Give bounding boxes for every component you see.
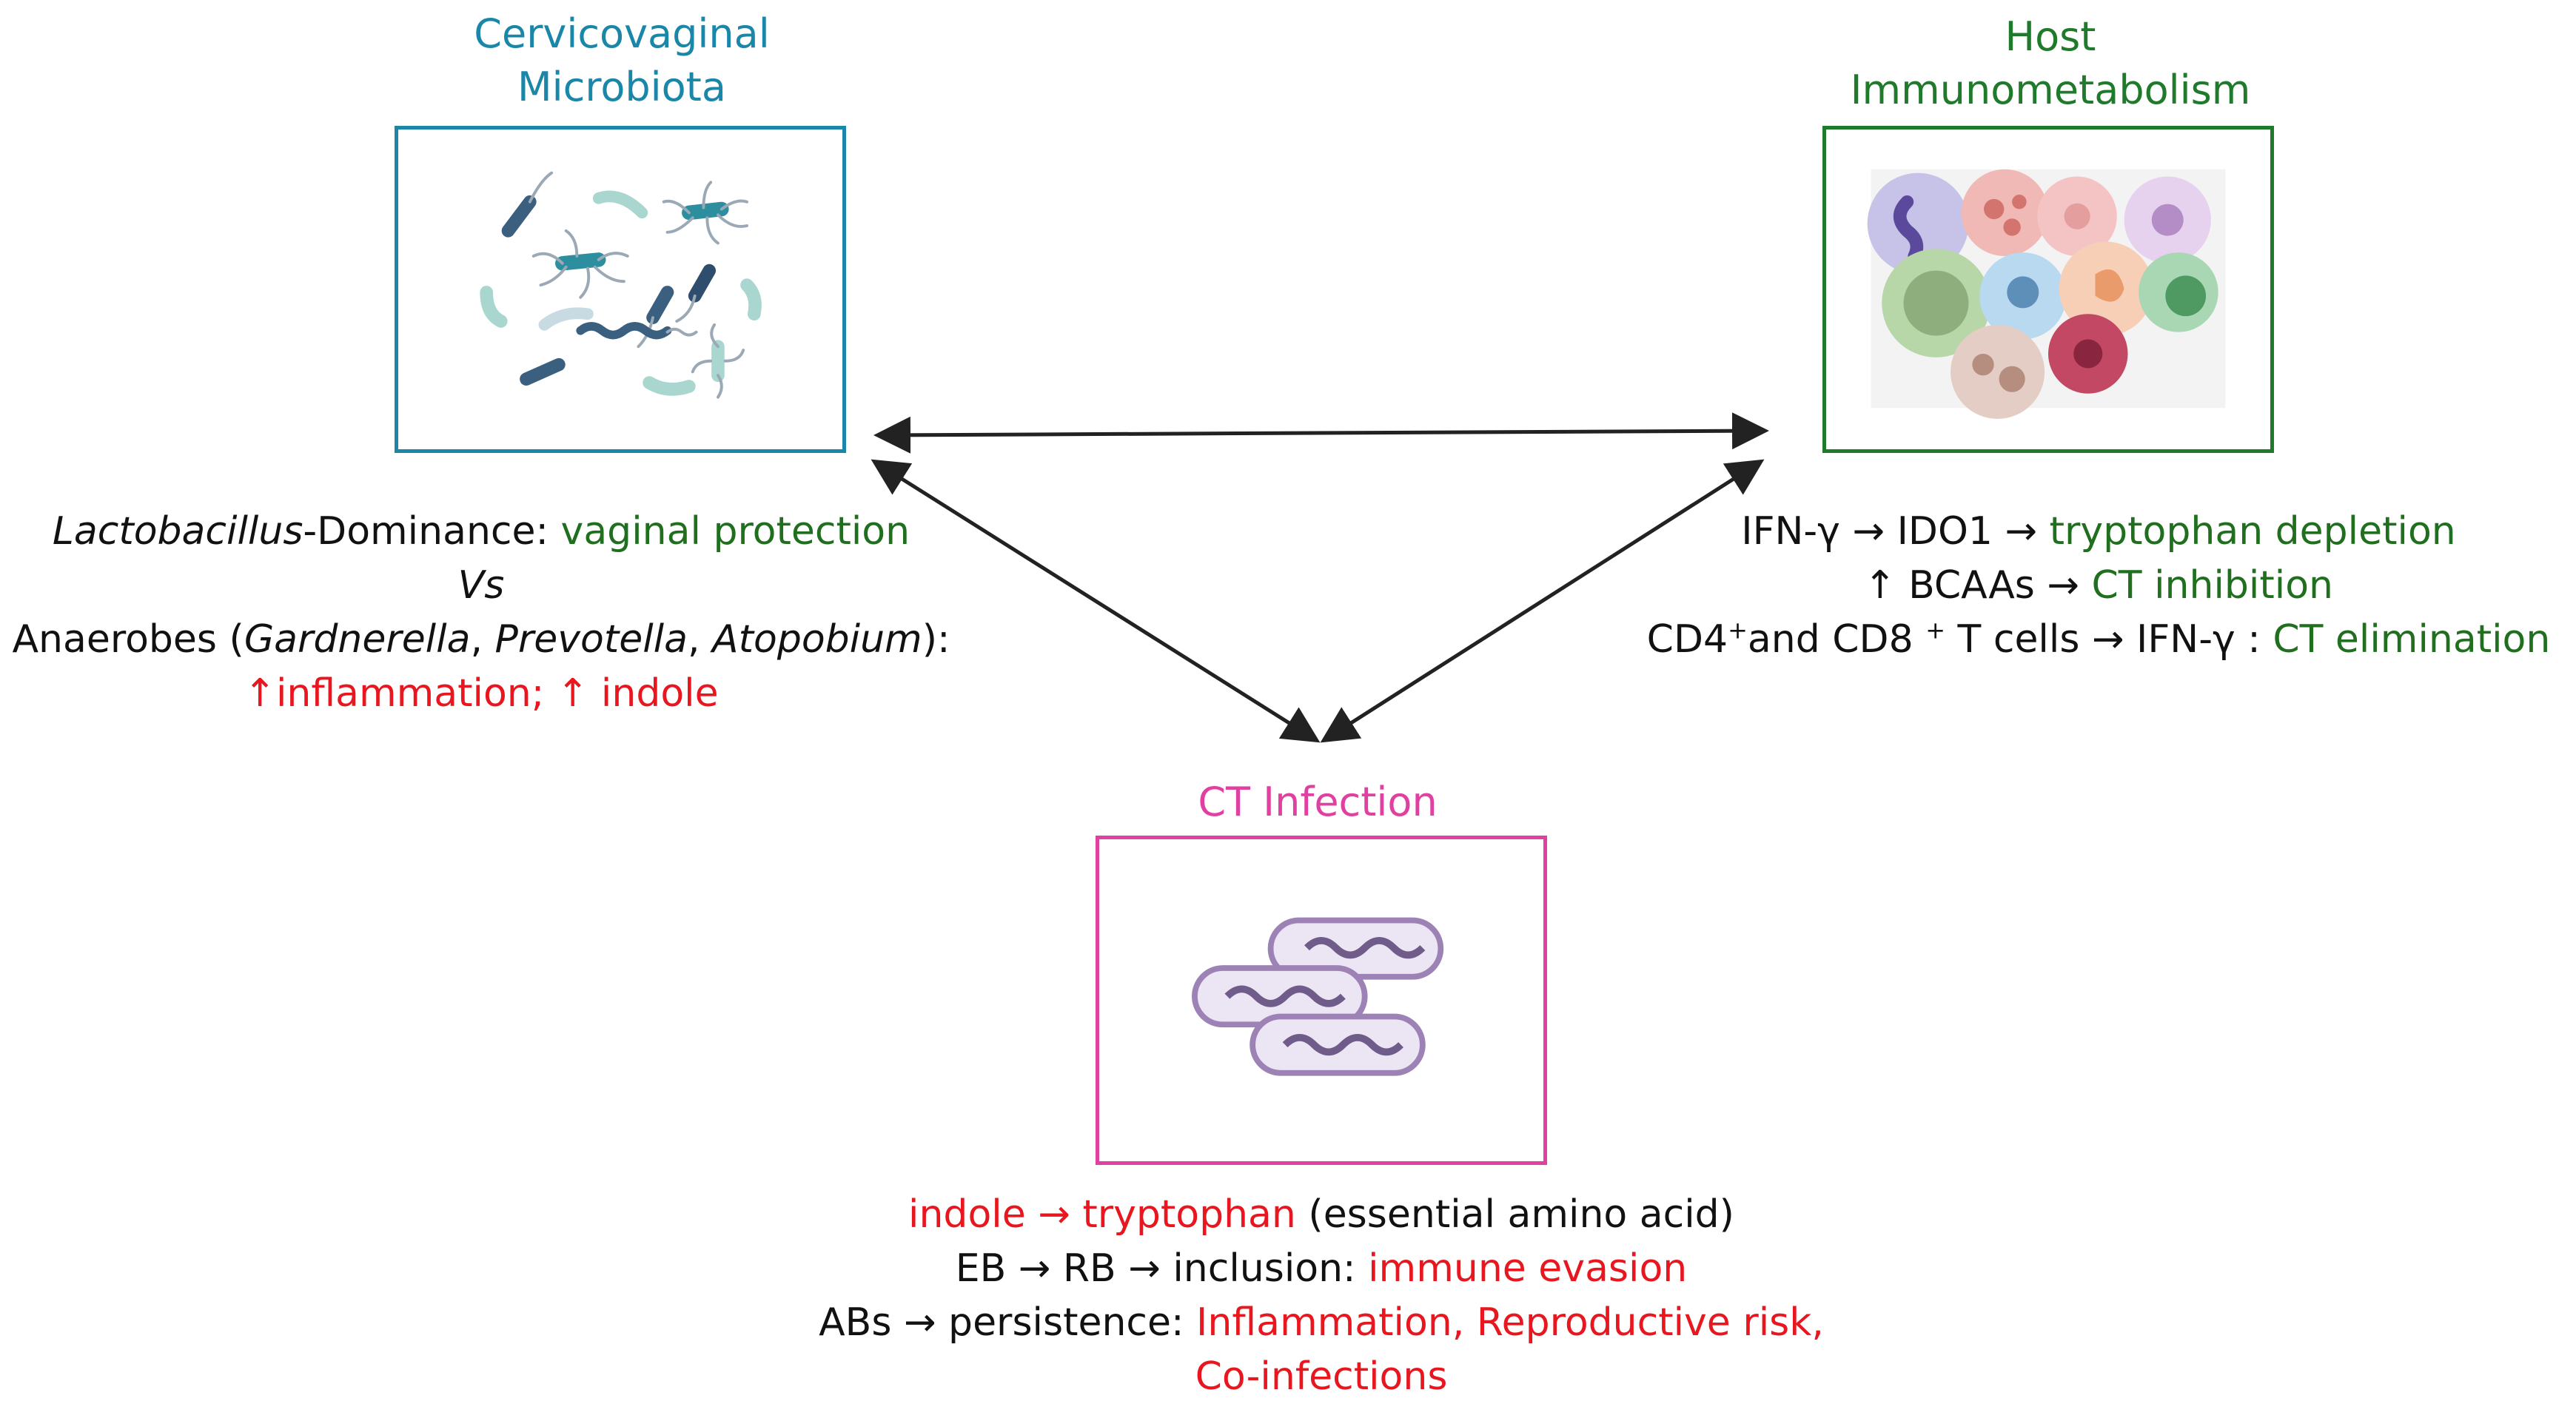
atopobium-text: Atopobium — [712, 617, 922, 662]
essential-amino-acid-text: (essential amino acid) — [1295, 1192, 1734, 1237]
ct-elimination-text: CT elimination — [2273, 617, 2551, 662]
vs-text: Vs — [457, 563, 505, 608]
host-line-1: IFN-γ → IDO1 → tryptophan depletion — [1629, 505, 2569, 559]
microbiota-title: Cervicovaginal Microbiota — [392, 7, 851, 114]
ct-title: CT Infection — [1096, 776, 1540, 829]
indole-tryptophan-text: indole → tryptophan — [908, 1192, 1296, 1237]
tcells-text: T cells → IFN-γ : — [1945, 617, 2273, 662]
cd8-text: and CD8 — [1747, 617, 1926, 662]
dominance-text: -Dominance: — [303, 509, 561, 554]
co-infections-text: Co-infections — [1195, 1354, 1448, 1399]
microbiota-line-1: Lactobacillus-Dominance: vaginal protect… — [0, 505, 962, 559]
host-description: IFN-γ → IDO1 → tryptophan depletion ↑ BC… — [1629, 505, 2569, 667]
closing-paren: ): — [922, 617, 950, 662]
host-line-2: ↑ BCAAs → CT inhibition — [1629, 559, 2569, 613]
microbiota-box — [395, 126, 846, 453]
host-box — [1822, 126, 2274, 453]
ct-inhibition-text: CT inhibition — [2091, 563, 2333, 608]
cd4-sup: + — [1728, 616, 1748, 645]
ct-description: indole → tryptophan (essential amino aci… — [807, 1188, 1836, 1404]
ct-box — [1096, 836, 1547, 1165]
microbiota-description: Lactobacillus-Dominance: vaginal protect… — [0, 505, 962, 721]
host-title-line2: Immunometabolism — [1850, 67, 2251, 113]
comma-2: , — [687, 617, 713, 662]
microbiota-title-line2: Microbiota — [517, 64, 726, 110]
immune-evasion-text: immune evasion — [1368, 1246, 1688, 1291]
ct-line-2: EB → RB → inclusion: immune evasion — [807, 1242, 1836, 1296]
prevotella-text: Prevotella — [494, 617, 688, 662]
lactobacillus-text: Lactobacillus — [52, 509, 303, 554]
cd4-text: CD4 — [1646, 617, 1728, 662]
bacteria-illustration-icon — [480, 171, 762, 399]
ifn-ido1-text: IFN-γ → IDO1 → — [1741, 509, 2050, 554]
ct-title-text: CT Infection — [1198, 779, 1438, 825]
chlamydia-bacilli-illustration-icon — [1192, 917, 1444, 1076]
gardnerella-text: Gardnerella — [244, 617, 471, 662]
cd8-sup: + — [1925, 616, 1946, 645]
arrow-microbiota-host — [873, 412, 1769, 454]
anaerobes-text: Anaerobes ( — [12, 617, 244, 662]
eb-rb-inclusion-text: EB → RB → inclusion: — [955, 1246, 1369, 1291]
microbiota-title-line1: Cervicovaginal — [474, 10, 770, 57]
tryptophan-depletion-text: tryptophan depletion — [2049, 509, 2456, 554]
arrow-microbiota-ct — [871, 459, 1321, 743]
vaginal-protection-text: vaginal protection — [560, 509, 910, 554]
arrow-host-ct — [1320, 459, 1765, 743]
ct-line-1: indole → tryptophan (essential amino aci… — [807, 1188, 1836, 1242]
comma-1: , — [470, 617, 495, 662]
inflammation-indole-text: ↑inflammation; ↑ indole — [244, 671, 719, 716]
ct-line-3: ABs → persistence: Inflammation, Reprodu… — [807, 1296, 1836, 1350]
host-line-3: CD4+and CD8 + T cells → IFN-γ : CT elimi… — [1629, 613, 2569, 667]
bcaas-text: ↑ BCAAs → — [1864, 563, 2092, 608]
immune-cells-illustration-icon — [1867, 169, 2226, 419]
inflammation-reproductive-risk-text: Inflammation, Reproductive risk, — [1196, 1300, 1824, 1345]
abs-persistence-text: ABs → persistence: — [819, 1300, 1197, 1345]
microbiota-line-3: Anaerobes (Gardnerella, Prevotella, Atop… — [0, 613, 962, 667]
host-title: Host Immunometabolism — [1784, 10, 2317, 117]
host-title-line1: Host — [2005, 13, 2096, 60]
